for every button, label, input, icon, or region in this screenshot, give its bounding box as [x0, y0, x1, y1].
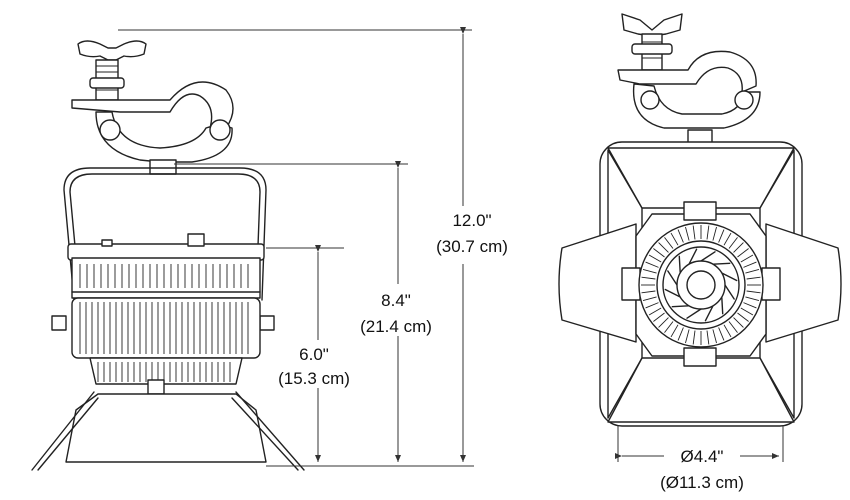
front-view: [558, 13, 842, 427]
clamp-icon: [71, 81, 234, 175]
lens-diameter-in: Ø4.4": [681, 447, 724, 466]
barn-door-left-2: [37, 397, 99, 471]
barn-door-right-2: [231, 397, 299, 471]
body-height-in: 8.4": [381, 291, 411, 310]
front-collar: [89, 357, 243, 385]
wing-bolt-icon: [77, 40, 147, 101]
body-height-cm: (21.4 cm): [360, 317, 432, 336]
diameter-dimension: [615, 426, 784, 462]
overall-height-in: 12.0": [452, 211, 491, 230]
front-barn-door-top: [607, 147, 795, 209]
housing-connector: [187, 233, 205, 247]
front-barn-door-right: [765, 223, 842, 343]
lens-center: [686, 270, 716, 300]
yoke-knob-left: [51, 315, 67, 331]
yoke: [63, 167, 267, 301]
housing-height-cm: (15.3 cm): [278, 369, 350, 388]
collar-screw: [147, 379, 165, 395]
heatsink: [71, 257, 261, 359]
lens-tab-left: [621, 267, 641, 301]
barn-door-left: [31, 391, 95, 471]
housing-vent: [101, 239, 113, 247]
front-barn-door-left: [558, 223, 637, 343]
lens-barrel: [65, 393, 267, 463]
overall-height-cm: (30.7 cm): [436, 237, 508, 256]
lens-tab-top: [683, 201, 717, 221]
lens-tab-right: [761, 267, 781, 301]
barn-door-right: [235, 391, 305, 471]
yoke-inner: [69, 173, 261, 301]
front-barn-door-bottom: [607, 357, 795, 423]
lens-diameter-cm: (Ø11.3 cm): [660, 473, 744, 492]
side-view: [31, 40, 305, 471]
front-clamp-icon: [617, 50, 761, 129]
lens-tab-bottom: [683, 347, 717, 367]
front-wing-bolt-icon: [621, 13, 683, 71]
housing-height-in: 6.0": [299, 345, 329, 364]
yoke-knob-right: [259, 315, 275, 331]
